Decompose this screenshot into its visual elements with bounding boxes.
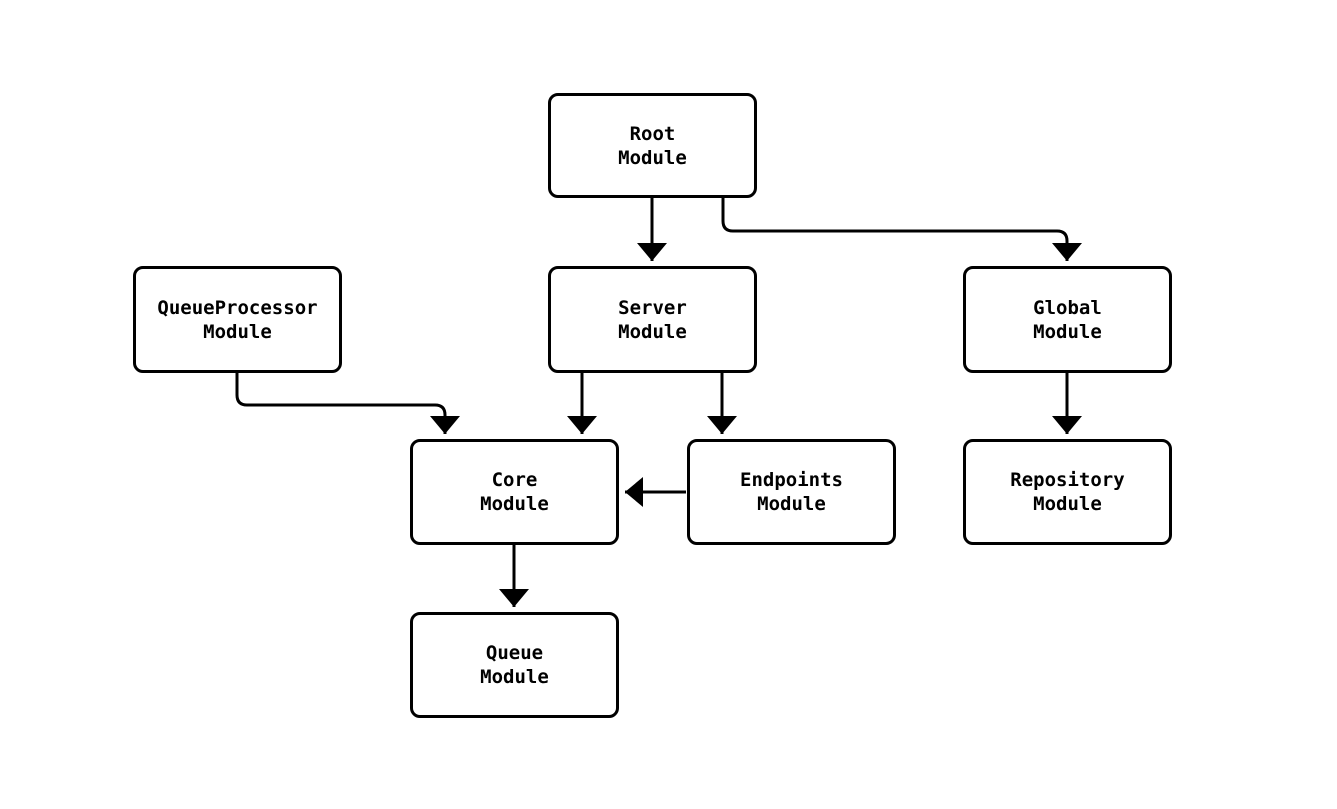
- node-endpoints-module-label: Endpoints Module: [740, 469, 843, 515]
- node-root-module: Root Module: [548, 93, 757, 198]
- node-repository-module: Repository Module: [963, 439, 1172, 545]
- edge-root-to-global: [721, 198, 1082, 261]
- node-queue-module: Queue Module: [410, 612, 619, 718]
- node-endpoints-module: Endpoints Module: [687, 439, 896, 545]
- edge-queueprocessor-to-core: [235, 373, 460, 434]
- node-repository-module-label: Repository Module: [1010, 469, 1125, 515]
- node-server-module: Server Module: [548, 266, 757, 373]
- node-global-module: Global Module: [963, 266, 1172, 373]
- node-root-module-label: Root Module: [618, 122, 687, 169]
- node-queueprocessor-module-label: QueueProcessor Module: [157, 296, 318, 343]
- node-global-module-label: Global Module: [1033, 296, 1102, 343]
- node-queueprocessor-module: QueueProcessor Module: [133, 266, 342, 373]
- node-core-module: Core Module: [410, 439, 619, 545]
- node-queue-module-label: Queue Module: [480, 642, 549, 688]
- node-server-module-label: Server Module: [618, 296, 687, 343]
- node-core-module-label: Core Module: [480, 469, 549, 515]
